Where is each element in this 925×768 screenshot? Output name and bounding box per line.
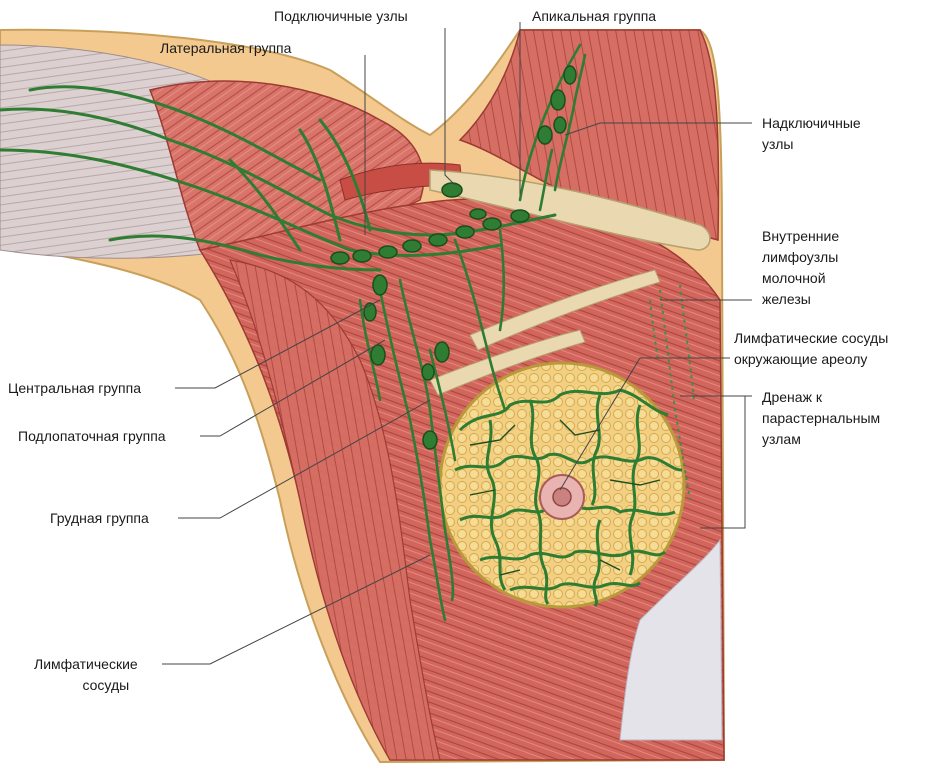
label-internal-line-1: Внутренние (762, 228, 840, 244)
label-lymph-vessels-line-2: сосуды (82, 677, 130, 693)
label-supraclavicular-nodes: Надключичные узлы (762, 113, 861, 155)
lymph-nodes (330, 65, 577, 450)
deltoid-muscle (148, 80, 425, 251)
label-internal-line-3: молочной (762, 270, 826, 286)
label-lymph-vessels: Лимфатические сосуды (34, 654, 138, 696)
label-parasternal-line-1: Дренаж к (762, 389, 822, 405)
label-internal-nodes: Внутренние лимфоузлы молочной железы (762, 226, 839, 310)
sternum-region (619, 538, 723, 741)
label-areola-vessels: Лимфатические сосуды окружающие ареолу (734, 328, 888, 370)
label-supraclavicular-line-2: узлы (762, 136, 794, 152)
label-lymph-vessels-line-1: Лимфатические (34, 656, 138, 672)
label-lateral-group: Латеральная группа (160, 40, 292, 56)
label-areola-line-2: окружающие ареолу (734, 351, 868, 367)
rib-1 (469, 269, 661, 351)
label-parasternal-drainage: Дренаж к парастернальным узлам (762, 387, 880, 450)
lateral-chest-lymph-vessels (358, 228, 507, 622)
axillary-lymph-vessels (0, 85, 557, 272)
label-central-group: Центральная группа (8, 380, 141, 396)
label-parasternal-line-2: парастернальным (762, 410, 881, 426)
label-parasternal-line-3: узлам (762, 431, 801, 447)
label-internal-line-2: лимфоузлы (762, 249, 839, 265)
label-supraclavicular-line-1: Надключичные (762, 115, 861, 131)
mammary-gland (438, 361, 686, 609)
clavicle-bone (429, 169, 711, 251)
label-subclavian-nodes: Подключичные узлы (274, 8, 408, 24)
serratus-muscle (229, 259, 441, 761)
label-subscapular-group: Подлопаточная группа (18, 428, 166, 444)
label-apical-group: Апикальная группа (532, 8, 657, 24)
label-pectoral-group: Грудная группа (50, 510, 149, 526)
internal-mammary-vessels (649, 284, 695, 501)
rib-2 (429, 329, 586, 396)
leader-lines (162, 22, 752, 665)
label-areola-line-1: Лимфатические сосуды (734, 330, 889, 346)
label-internal-line-4: железы (762, 291, 811, 307)
